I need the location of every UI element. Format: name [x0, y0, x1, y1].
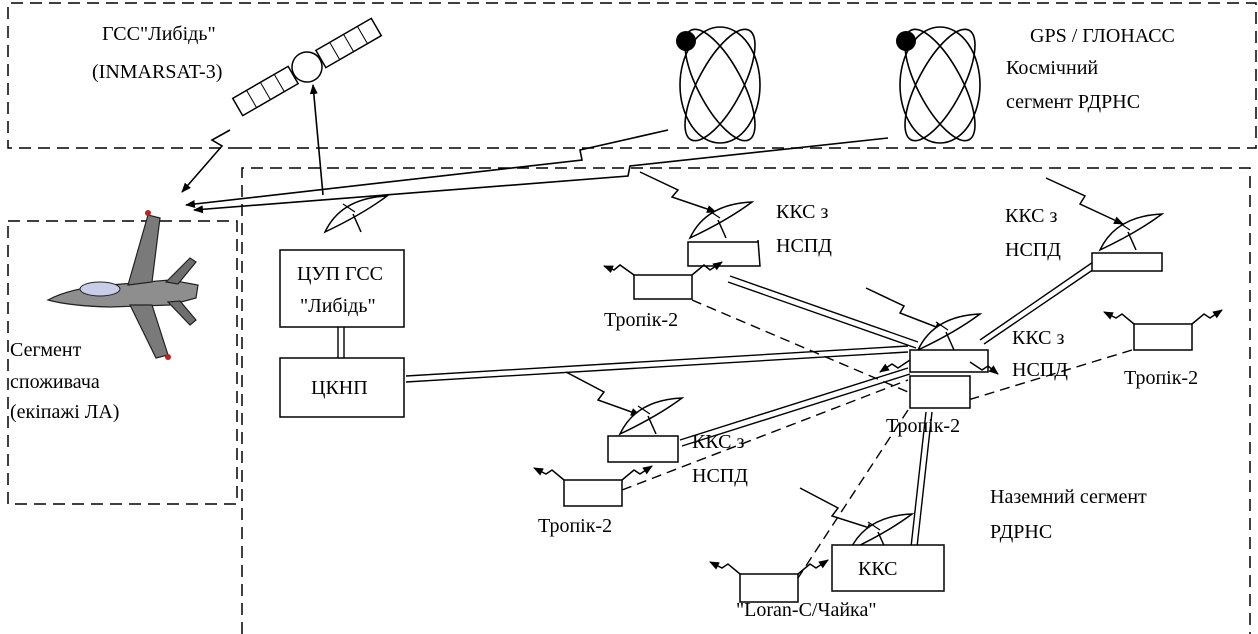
cup-label-line2: "Либідь": [300, 295, 376, 317]
tropik-beacon-upper-left: [603, 261, 723, 300]
gss-label-line2: (INMARSAT-3): [92, 61, 222, 83]
ground-segment-label-line1: Наземний сегмент: [990, 486, 1147, 508]
tropik-beacon-lower-left: [533, 465, 653, 507]
kks-right-line1: ККС з: [1005, 205, 1058, 227]
tropik-center-label: Тропік-2: [886, 415, 960, 437]
kks-top-line1: ККС з: [776, 201, 829, 223]
gnss-title: GPS / ГЛОНАСС: [1030, 25, 1175, 47]
kks-center-line2: НСПД: [1012, 359, 1068, 381]
kks-right-line2: НСПД: [1005, 239, 1061, 261]
aircraft-icon: [46, 210, 199, 360]
space-segment-label-line1: Космічний: [1006, 57, 1098, 79]
cknp-label: ЦКНП: [311, 377, 368, 399]
gss-label-line1: ГСС"Либідь": [102, 23, 216, 45]
kks-lower-line1: ККС з: [692, 431, 745, 453]
tropik-beacon-right: [1103, 309, 1223, 351]
gss-satellite-icon: [231, 17, 383, 117]
space-segment-boundary: [7, 2, 1257, 149]
kks-bottom-label: ККС: [858, 558, 898, 580]
kks-center-line1: ККС з: [1012, 327, 1065, 349]
user-segment-label-line2: споживача: [10, 371, 100, 393]
loran-beacon: [709, 559, 829, 603]
glonass-satellite-icon: [890, 19, 990, 151]
gps-satellite-icon: [670, 19, 770, 151]
cknp-node: [279, 357, 405, 418]
radio-links: [565, 171, 1124, 532]
ground-data-links: [405, 259, 1101, 575]
cup-gss-node: [279, 195, 405, 328]
ground-segment-label-line2: РДРНС: [990, 521, 1052, 543]
kks-lower-line2: НСПД: [692, 465, 748, 487]
ground-segment-boundary: [241, 167, 1251, 634]
tropik-upper-left-label: Тропік-2: [604, 309, 678, 331]
kks-station-center: [909, 313, 989, 409]
space-segment-label-line2: сегмент РДРНС: [1006, 91, 1140, 113]
kks-station-lower: [607, 397, 683, 463]
tropik-lower-left-label: Тропік-2: [538, 515, 612, 537]
kks-top-line2: НСПД: [776, 235, 832, 257]
cup-label-line1: ЦУП ГСС: [297, 263, 383, 285]
user-segment-boundary: [7, 220, 238, 505]
kks-station-bottom: [831, 513, 945, 592]
signal-links: [181, 84, 889, 214]
loran-label: "Loran-C/Чайка": [736, 599, 877, 621]
tropik-right-label: Тропік-2: [1124, 367, 1198, 389]
kks-station-right: [1091, 213, 1163, 272]
kks-station-top: [687, 201, 761, 267]
beacon-links: [621, 299, 1133, 579]
tropik-beacon-center: [879, 359, 999, 375]
user-segment-label-line3: (екіпажі ЛА): [10, 401, 119, 423]
user-segment-label-line1: Сегмент: [10, 339, 82, 361]
cup-cknp-link: [337, 327, 345, 358]
